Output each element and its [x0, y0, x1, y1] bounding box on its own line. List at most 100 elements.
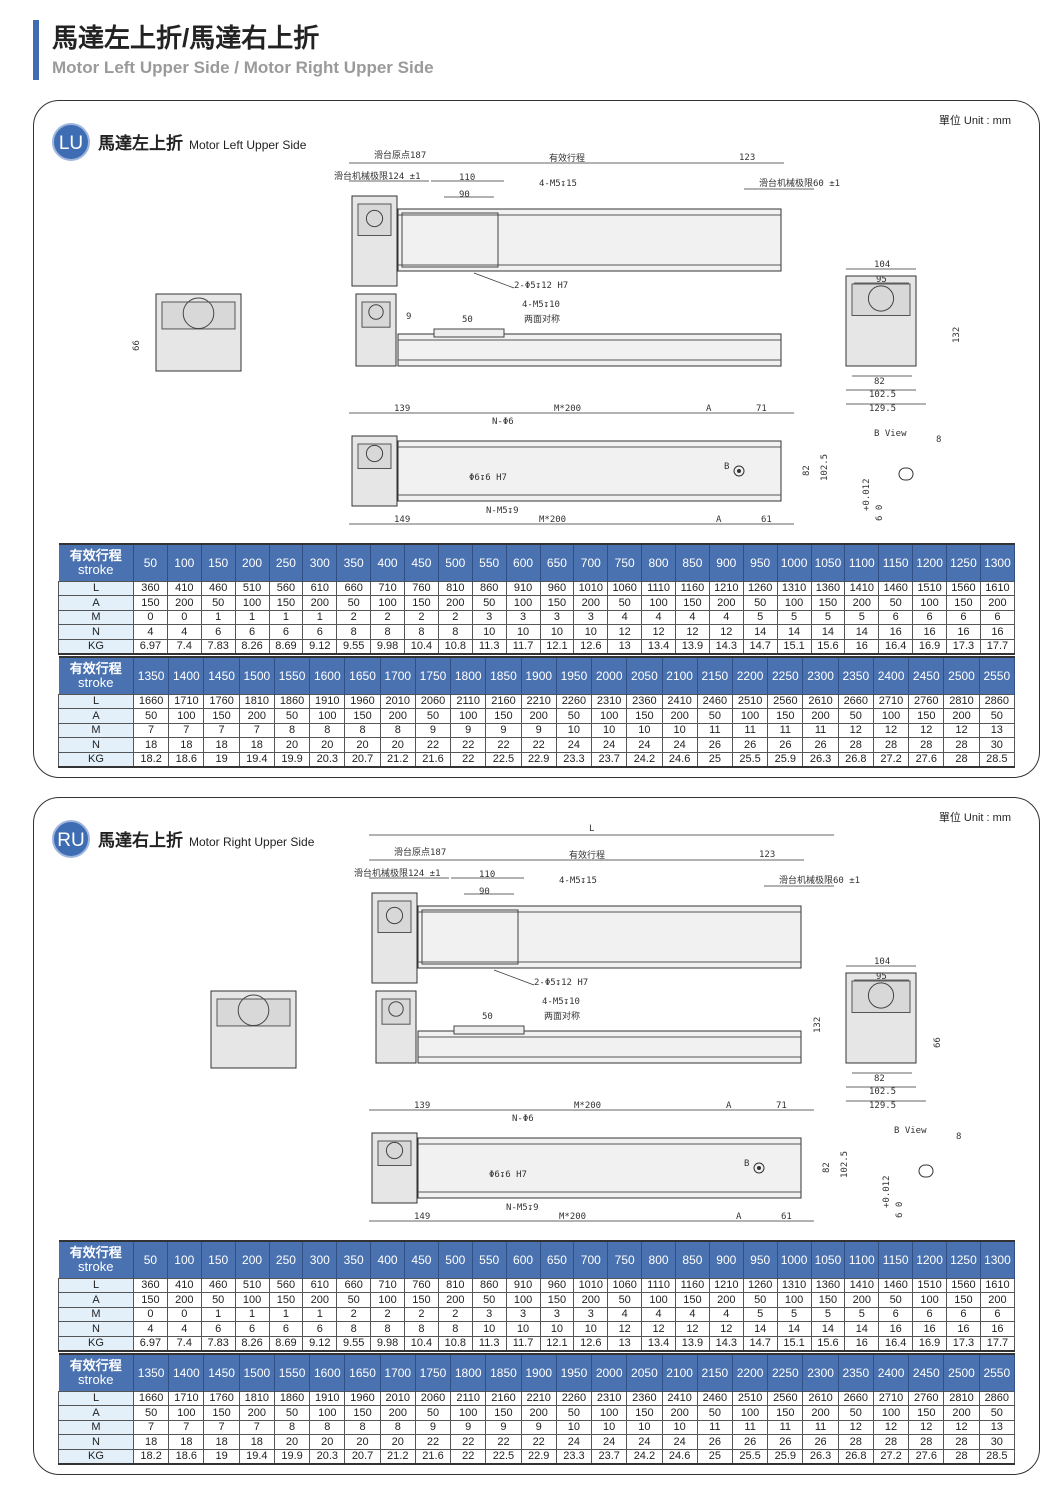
table-cell: 1 [268, 609, 304, 625]
table-cell: 26 [767, 737, 804, 753]
dimension-label: 8 [956, 1132, 961, 1142]
table-cell: 2860 [978, 693, 1016, 709]
table-cell: 23.3 [555, 1448, 593, 1465]
table-cell: 2560 [767, 1390, 804, 1406]
stroke-column-header: 1800 [450, 656, 487, 694]
table-cell: 410 [166, 580, 202, 596]
stroke-column-header: 2400 [873, 1353, 910, 1391]
table-cell: 1 [200, 1306, 236, 1322]
table-cell: 50 [607, 1292, 643, 1308]
dimension-label: Φ6↧6 H7 [469, 473, 507, 483]
table-cell: 4 [607, 1306, 643, 1322]
dimension-label: 2-Φ5↧12 H7 [514, 281, 568, 291]
table-cell: 1660 [132, 1390, 170, 1406]
stroke-column-header: 2000 [591, 1353, 628, 1391]
table-cell: 200 [943, 708, 980, 724]
table-cell: 7 [238, 1419, 275, 1435]
table-cell: 5 [742, 1306, 778, 1322]
table-cell: 16 [946, 624, 981, 640]
table-cell: 19.9 [273, 751, 311, 768]
table-cell: 18.6 [168, 751, 205, 768]
dimension-label: 71 [756, 404, 767, 414]
table-cell: 14 [810, 624, 846, 640]
stroke-column-header: 2400 [873, 656, 910, 694]
stroke-column-header: 200 [235, 543, 270, 581]
stroke-column-header: 1900 [521, 1353, 557, 1391]
motor-end-view: 66 [132, 293, 242, 372]
table-cell: 16.4 [878, 638, 914, 655]
table-cell: 2610 [802, 1390, 839, 1406]
table-cell: 27.2 [872, 1448, 910, 1465]
table-cell: 2110 [450, 1390, 487, 1406]
table-cell: 24 [661, 737, 698, 753]
table-cell: 200 [802, 1405, 839, 1421]
table-cell: 2760 [908, 1390, 945, 1406]
table-cell: 2860 [978, 1390, 1016, 1406]
table-cell: 7 [238, 722, 275, 738]
table-cell: 2260 [555, 693, 593, 709]
table-cell: 810 [437, 580, 473, 596]
table-cell: 4 [607, 609, 643, 625]
table-cell: 2 [437, 609, 473, 625]
table-cell: 9.55 [336, 1335, 372, 1352]
table-cell: 100 [776, 1292, 812, 1308]
table-cell: 2310 [591, 1390, 628, 1406]
table-cell: 50 [132, 708, 170, 724]
table-cell: 10 [573, 624, 609, 640]
table-cell: 25.5 [731, 751, 769, 768]
table-cell: 1360 [810, 580, 846, 596]
table-cell: 24.2 [626, 1448, 663, 1465]
stroke-column-header: 800 [641, 1240, 676, 1278]
table-cell: 2210 [520, 693, 557, 709]
table-cell: 2 [336, 609, 372, 625]
table-cell: 12.6 [573, 1335, 609, 1352]
table-cell: 100 [234, 1292, 270, 1308]
table-cell: 6 [912, 609, 947, 625]
table-cell: 10 [505, 624, 541, 640]
table-cell: 2 [404, 1306, 439, 1322]
stroke-column-header: 2450 [908, 656, 945, 694]
table-cell: 16 [844, 1335, 880, 1352]
row-label: KG [58, 1335, 134, 1352]
table-cell: 7.4 [166, 638, 202, 655]
dimension-label: 82 [874, 1074, 885, 1084]
table-cell: 1510 [912, 580, 947, 596]
table-cell: 13.4 [641, 638, 676, 655]
table-cell: 6 [268, 624, 304, 640]
table-cell: 16.4 [878, 1335, 914, 1352]
table-cell: 150 [908, 708, 945, 724]
table-cell: 360 [133, 580, 168, 596]
table-cell: 2660 [837, 1390, 874, 1406]
dimension-label: N-M5↧9 [506, 1203, 539, 1213]
stroke-column-header: 1700 [380, 1353, 416, 1391]
table-cell: 200 [166, 595, 202, 611]
table-cell: 22 [414, 1434, 452, 1450]
table-cell: 19.4 [238, 751, 275, 768]
dimension-label: 滑台机械极限60 ±1 [779, 874, 860, 886]
stroke-column-header: 2350 [838, 656, 874, 694]
table-cell: 1210 [708, 1277, 744, 1293]
stroke-column-header: 200 [235, 1240, 270, 1278]
dimension-label: 61 [781, 1212, 792, 1222]
table-cell: 8 [379, 1419, 416, 1435]
table-cell: 8 [309, 1419, 346, 1435]
table-cell: 2060 [414, 1390, 452, 1406]
table-cell: 1860 [273, 1390, 311, 1406]
row-label: L [58, 1277, 134, 1293]
table-cell: 1410 [844, 580, 880, 596]
table-cell: 150 [133, 1292, 168, 1308]
table-cell: 100 [309, 708, 346, 724]
stroke-column-header: 1500 [239, 656, 275, 694]
table-cell: 13 [978, 722, 1016, 738]
table-cell: 28 [837, 737, 874, 753]
dimension-label: 110 [459, 173, 475, 183]
table-cell: 28 [943, 737, 980, 753]
stroke-column-header: 150 [201, 1240, 236, 1278]
table-cell: 12 [908, 722, 945, 738]
